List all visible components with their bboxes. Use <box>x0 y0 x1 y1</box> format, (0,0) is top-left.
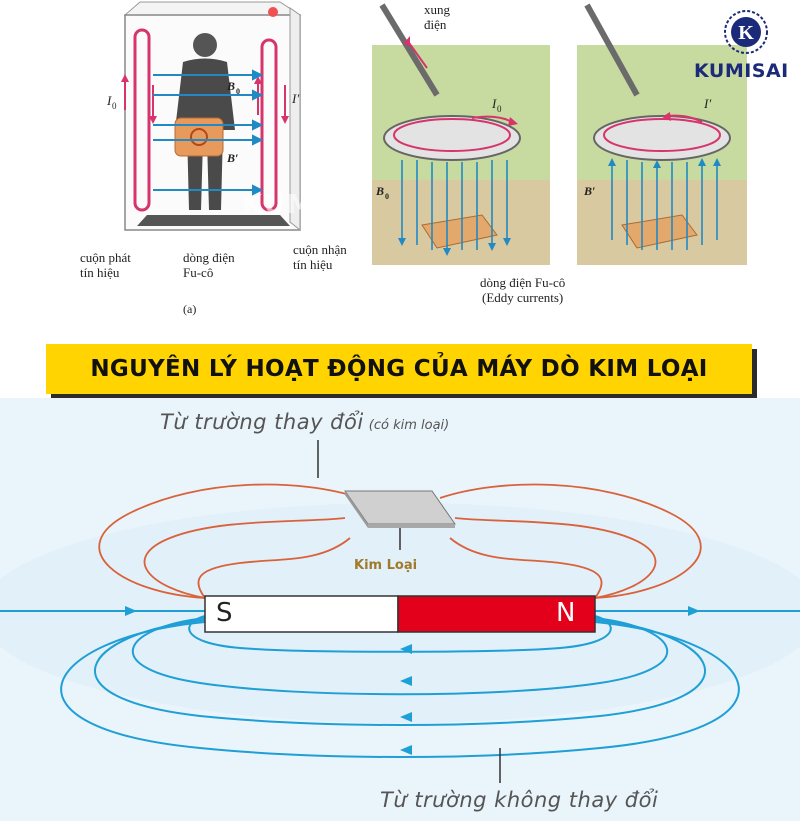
metal-label: Kim Loại <box>354 558 418 573</box>
changed-field-caption: Từ trường thay đổi (có kim loại) <box>160 410 450 434</box>
handheld-illustration: I 0 I′ B 0 B′ <box>372 3 747 265</box>
handheld-label-b0-sub: 0 <box>385 192 389 201</box>
walkthrough-illustration: I 0 I′ B 0 B′ <box>106 1 302 232</box>
pole-n-label: N <box>556 598 576 628</box>
magnet-south <box>204 595 399 633</box>
magnet-diagram: Từ trường thay đổi (có kim loại) Kim Loạ… <box>0 398 800 821</box>
handheld-label-i0-sub: 0 <box>497 104 502 114</box>
handheld-label-b0: B <box>375 184 384 198</box>
svg-text:K: K <box>738 22 754 44</box>
handheld-label-iprime: I′ <box>703 96 711 111</box>
magnet-north <box>397 595 596 633</box>
label-bprime: B′ <box>226 151 238 165</box>
logo: K KUMISAI <box>694 8 798 88</box>
label-iprime: I′ <box>291 91 299 106</box>
logo-emblem-icon: K <box>724 10 768 54</box>
title-banner: NGUYÊN LÝ HOẠT ĐỘNG CỦA MÁY DÒ KIM LOẠI <box>46 344 752 394</box>
logo-text: KUMISAI <box>694 60 789 82</box>
handheld-label-i0: I <box>491 96 497 111</box>
label-i0: I <box>106 93 112 108</box>
pole-s-label: S <box>216 598 233 628</box>
handheld-label-bprime: B′ <box>583 184 595 198</box>
label-i0-sub: 0 <box>112 101 117 111</box>
panel-label: (a) <box>183 302 197 316</box>
label-b0: B <box>226 79 235 93</box>
label-b0-sub: 0 <box>236 87 240 96</box>
unchanged-field-caption: Từ trường không thay đổi <box>380 788 659 812</box>
field-lines <box>0 440 800 783</box>
banner-title: NGUYÊN LÝ HOẠT ĐỘNG CỦA MÁY DÒ KIM LOẠI <box>90 356 708 382</box>
eddy-caption: dòng điện Fu-cô(Eddy currents) <box>480 275 566 305</box>
